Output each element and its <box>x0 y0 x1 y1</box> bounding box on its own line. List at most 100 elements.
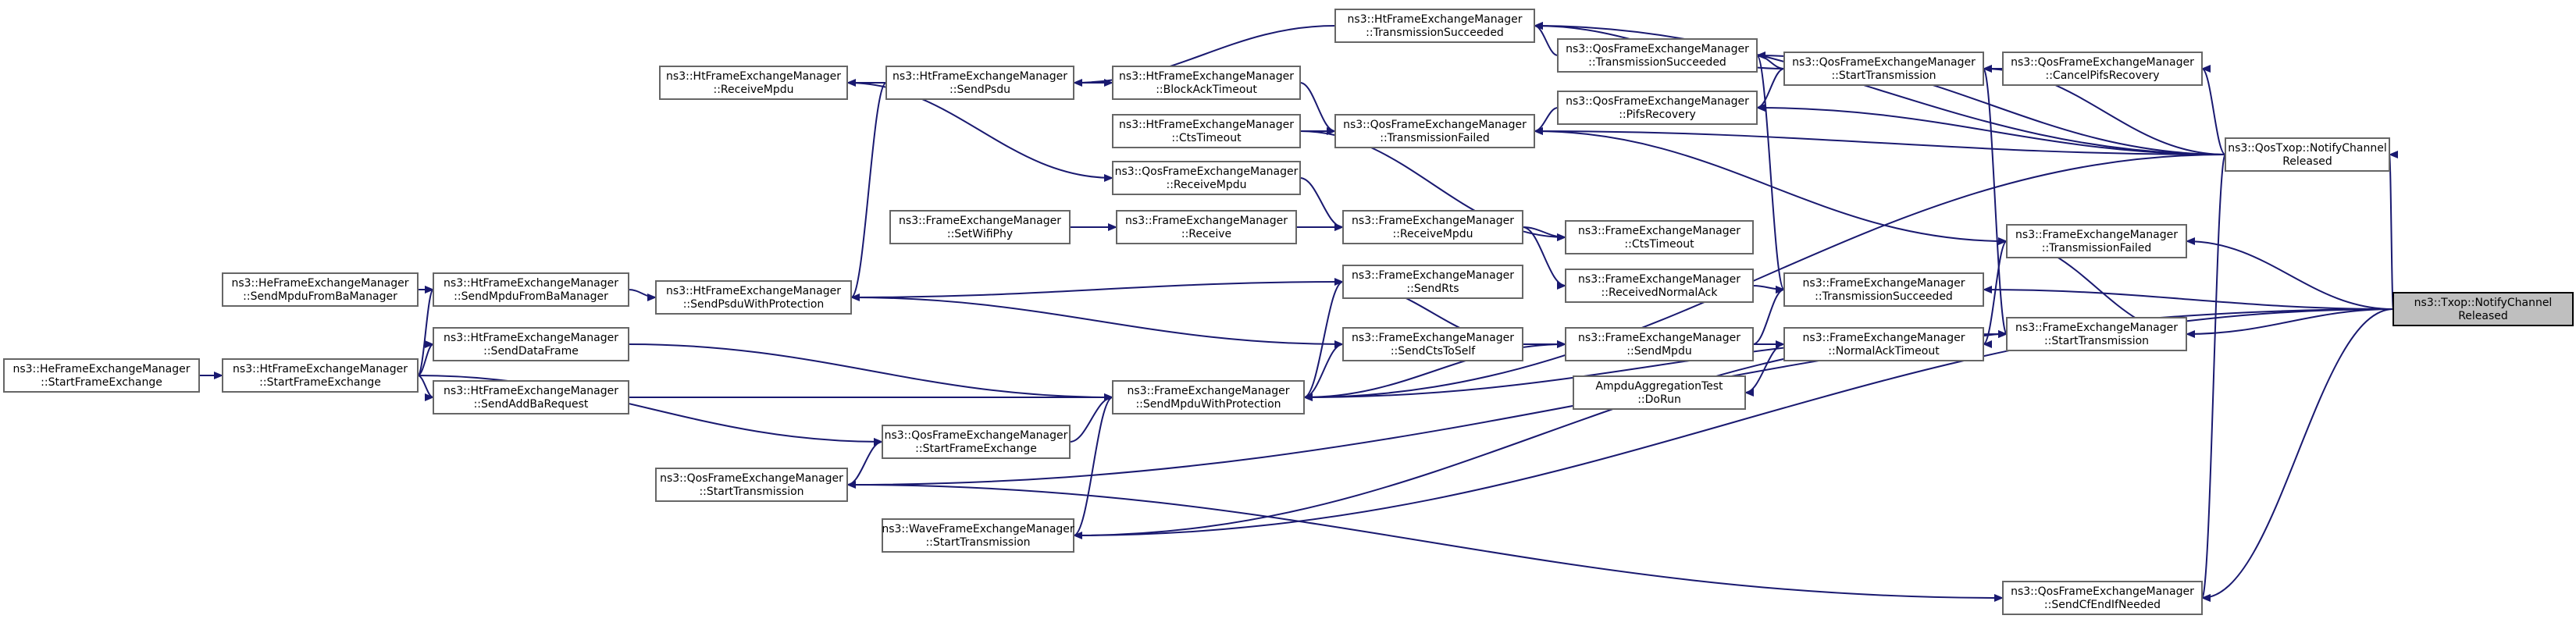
node-fem-sendmpdu[interactable]: ns3::FrameExchangeManager::SendMpdu <box>1565 327 1754 361</box>
node-qfem-tf[interactable]: ns3::QosFrameExchangeManager::Transmissi… <box>1334 114 1535 148</box>
node-label: ns3::FrameExchangeManager <box>1578 225 1740 237</box>
edge-qfem-cfend-qfem-start2 <box>846 484 2004 602</box>
node-label: ::StartTransmission <box>699 486 803 498</box>
node-fem-receive[interactable]: ns3::FrameExchangeManager::Receive <box>1116 210 1297 244</box>
edge-htfem-sendpsdu-prot-htfem-sendmpdu-ba <box>628 289 657 301</box>
node-label: ns3::HtFrameExchangeManager <box>233 363 408 375</box>
edge-htfem-addba-htfem-sfe <box>417 375 434 401</box>
node-label: ::PifsRecovery <box>1619 109 1696 121</box>
node-htfem-addba[interactable]: ns3::HtFrameExchangeManager::SendAddBaRe… <box>433 380 629 414</box>
node-label: ns3::QosFrameExchangeManager <box>1343 119 1527 131</box>
node-label: ::SendRts <box>1406 283 1459 295</box>
edge-fem-tf-root <box>2186 237 2394 310</box>
node-label: ::NormalAckTimeout <box>1828 345 1940 358</box>
node-box <box>433 327 629 361</box>
node-box <box>1112 380 1305 414</box>
node-fem-nat[interactable]: ns3::FrameExchangeManager::NormalAckTime… <box>1783 327 1984 361</box>
node-label: ns3::FrameExchangeManager <box>1803 332 1965 344</box>
edge-fem-start-wave-start <box>1073 330 2008 536</box>
node-label: ::ReceivedNormalAck <box>1602 286 1719 299</box>
edge-fem-sendrts-htfem-sendpsdu-prot <box>850 278 1344 298</box>
node-fem-setwifiphy[interactable]: ns3::FrameExchangeManager::SetWifiPhy <box>889 210 1071 244</box>
edge-fem-sendcts-htfem-sendpsdu-prot <box>850 297 1344 348</box>
node-label: ::TransmissionSucceeded <box>1588 56 1726 69</box>
node-label: ns3::FrameExchangeManager <box>1128 385 1290 397</box>
node-qfem-pifs[interactable]: ns3::QosFrameExchangeManager::PifsRecove… <box>1557 91 1758 125</box>
node-label: ns3::WaveFrameExchangeManager <box>882 523 1074 535</box>
node-label: ::StartFrameExchange <box>41 376 162 389</box>
node-label: ::StartTransmission <box>1831 69 1936 82</box>
node-hefem-sendmpdu[interactable]: ns3::HeFrameExchangeManager::SendMpduFro… <box>222 272 419 307</box>
node-fem-ctstimeout[interactable]: ns3::FrameExchangeManager::CtsTimeout <box>1565 220 1754 254</box>
node-htfem-sendpsdu-prot[interactable]: ns3::HtFrameExchangeManager::SendPsduWit… <box>655 280 852 315</box>
node-label: ns3::HtFrameExchangeManager <box>666 70 841 83</box>
edge-qfem-cfend-root <box>2201 308 2394 602</box>
node-qfem-cancel[interactable]: ns3::QosFrameExchangeManager::CancelPifs… <box>2002 52 2203 86</box>
node-box <box>433 272 629 307</box>
node-label: ns3::HeFrameExchangeManager <box>12 363 190 375</box>
node-htfem-sfe[interactable]: ns3::HtFrameExchangeManager::StartFrameE… <box>222 358 419 393</box>
node-label: ::SendCtsToSelf <box>1391 345 1476 358</box>
edge-fem-ts-fem-rna <box>1752 285 1785 293</box>
edge-qfem-tf-htfem-blockack <box>1299 82 1336 135</box>
node-label: ::SendDataFrame <box>483 345 579 358</box>
node-htfem-ctstimeout[interactable]: ns3::HtFrameExchangeManager::CtsTimeout <box>1112 114 1301 148</box>
node-fem-rna[interactable]: ns3::FrameExchangeManager::ReceivedNorma… <box>1565 269 1754 303</box>
node-label: ::StartTransmission <box>2044 335 2149 347</box>
node-fem-sendcts[interactable]: ns3::FrameExchangeManager::SendCtsToSelf <box>1342 327 1523 361</box>
node-label: ::TransmissionSucceeded <box>1366 27 1504 39</box>
node-fem-sendmpdu-prot[interactable]: ns3::FrameExchangeManager::SendMpduWithP… <box>1112 380 1305 414</box>
node-label: ns3::FrameExchangeManager <box>899 215 1061 227</box>
edge-htfem-ts-qostxop-ncr <box>1534 22 2226 155</box>
edge-qfem-tf-qfem-pifs <box>1534 107 1559 135</box>
edge-fem-start-root <box>2186 308 2394 338</box>
edge-fem-sendmpdu-prot-wave-start <box>1073 393 1113 536</box>
node-box <box>2225 137 2390 172</box>
node-label: ns3::FrameExchangeManager <box>2015 322 2178 334</box>
node-label: ns3::QosTxop::NotifyChannel <box>2228 142 2387 155</box>
node-qfem-recvmpdu[interactable]: ns3::QosFrameExchangeManager::ReceiveMpd… <box>1112 161 1301 195</box>
node-wave-start[interactable]: ns3::WaveFrameExchangeManager::StartTran… <box>882 518 1074 553</box>
node-qfem-sfe[interactable]: ns3::QosFrameExchangeManager::StartFrame… <box>882 425 1071 459</box>
node-fem-start[interactable]: ns3::FrameExchangeManager::StartTransmis… <box>2006 317 2187 351</box>
node-box <box>1112 161 1301 195</box>
node-qfem-ts[interactable]: ns3::QosFrameExchangeManager::Transmissi… <box>1557 38 1758 73</box>
node-fem-recvmpdu[interactable]: ns3::FrameExchangeManager::ReceiveMpdu <box>1342 210 1523 244</box>
node-label: ns3::QosFrameExchangeManager <box>1566 95 1749 108</box>
node-label: ::TransmissionSucceeded <box>1815 290 1953 303</box>
node-label: ns3::FrameExchangeManager <box>1125 215 1288 227</box>
node-qfem-start[interactable]: ns3::QosFrameExchangeManager::StartTrans… <box>1783 52 1984 86</box>
node-box <box>222 358 419 393</box>
node-label: ::TransmissionFailed <box>1380 132 1490 144</box>
node-label: Released <box>2458 310 2508 322</box>
node-box <box>1334 9 1535 43</box>
node-qfem-cfend[interactable]: ns3::QosFrameExchangeManager::SendCfEndI… <box>2002 581 2203 615</box>
node-fem-tf[interactable]: ns3::FrameExchangeManager::TransmissionF… <box>2006 224 2187 258</box>
node-htfem-blockack[interactable]: ns3::HtFrameExchangeManager::BlockAckTim… <box>1112 66 1301 100</box>
node-htfem-sendmpdu-ba[interactable]: ns3::HtFrameExchangeManager::SendMpduFro… <box>433 272 629 307</box>
node-fem-ts[interactable]: ns3::FrameExchangeManager::TransmissionS… <box>1783 272 1984 307</box>
node-box <box>2002 581 2203 615</box>
edge-qostxop-ncr-root <box>2389 151 2399 310</box>
node-label: ns3::FrameExchangeManager <box>2015 229 2178 241</box>
node-label: ::TransmissionFailed <box>2042 242 2152 254</box>
node-box <box>433 380 629 414</box>
edge-qfem-tf-qostxop-ncr <box>1534 127 2226 155</box>
node-fem-sendrts[interactable]: ns3::FrameExchangeManager::SendRts <box>1342 265 1523 299</box>
node-hefem-sfe[interactable]: ns3::HeFrameExchangeManager::StartFrameE… <box>3 358 200 393</box>
node-ampdu-test[interactable]: AmpduAggregationTest::DoRun <box>1573 375 1746 410</box>
node-htfem-recvmpdu[interactable]: ns3::HtFrameExchangeManager::ReceiveMpdu <box>659 66 848 100</box>
node-htfem-sendpsdu[interactable]: ns3::HtFrameExchangeManager::SendPsdu <box>885 66 1074 100</box>
node-htfem-senddata[interactable]: ns3::HtFrameExchangeManager::SendDataFra… <box>433 327 629 361</box>
node-label: ::StartFrameExchange <box>915 443 1037 455</box>
node-box <box>882 518 1074 553</box>
node-label: ns3::HtFrameExchangeManager <box>444 332 618 344</box>
node-box <box>1783 52 1984 86</box>
edge-qfem-cancel-qostxop-ncr <box>2201 65 2226 155</box>
node-qfem-start2[interactable]: ns3::QosFrameExchangeManager::StartTrans… <box>655 468 848 502</box>
node-htfem-ts[interactable]: ns3::HtFrameExchangeManager::Transmissio… <box>1334 9 1535 43</box>
edge-qfem-sfe-qfem-start2 <box>846 438 883 486</box>
